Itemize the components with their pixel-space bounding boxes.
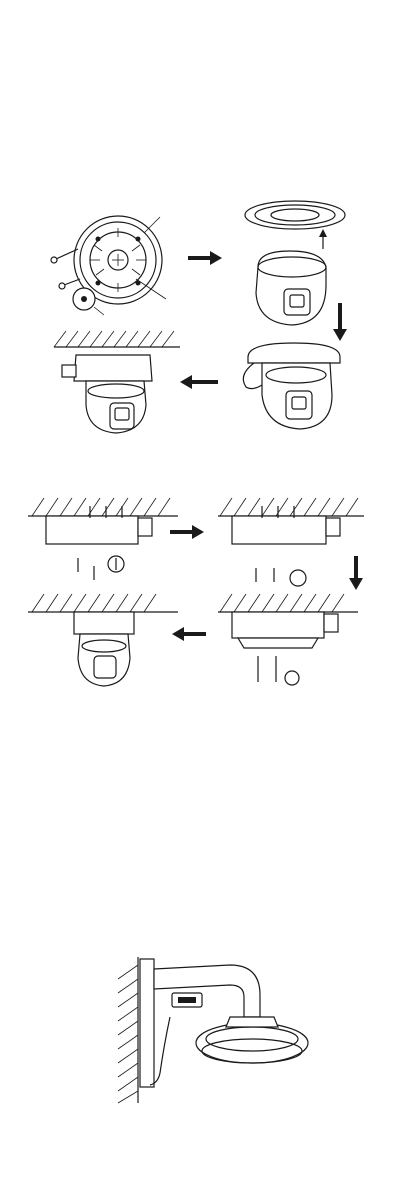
mounted-camera-illustration bbox=[54, 331, 180, 433]
arrow-right-icon bbox=[170, 525, 204, 539]
arrow-left-icon bbox=[172, 627, 206, 641]
mounting-plate-illustration bbox=[218, 498, 364, 586]
mounting-plate-diagram bbox=[28, 488, 368, 698]
base-plate-illustration bbox=[51, 216, 166, 315]
arrow-left-icon bbox=[180, 375, 218, 389]
arrow-right-icon bbox=[188, 251, 222, 265]
dome-attach-illustration bbox=[245, 201, 345, 325]
wall-bracket-illustration bbox=[140, 959, 308, 1087]
arrow-down-icon bbox=[349, 556, 363, 590]
plate-screws-illustration bbox=[218, 594, 358, 685]
wall-mount-diagram bbox=[110, 955, 325, 1105]
assembled-camera-illustration bbox=[243, 343, 340, 429]
final-mounted-illustration bbox=[28, 594, 178, 686]
ceiling-box-illustration bbox=[28, 498, 178, 580]
ceiling-mount-diagram bbox=[40, 195, 375, 445]
wall-hatch bbox=[118, 957, 138, 1103]
arrow-down-icon bbox=[333, 303, 347, 341]
